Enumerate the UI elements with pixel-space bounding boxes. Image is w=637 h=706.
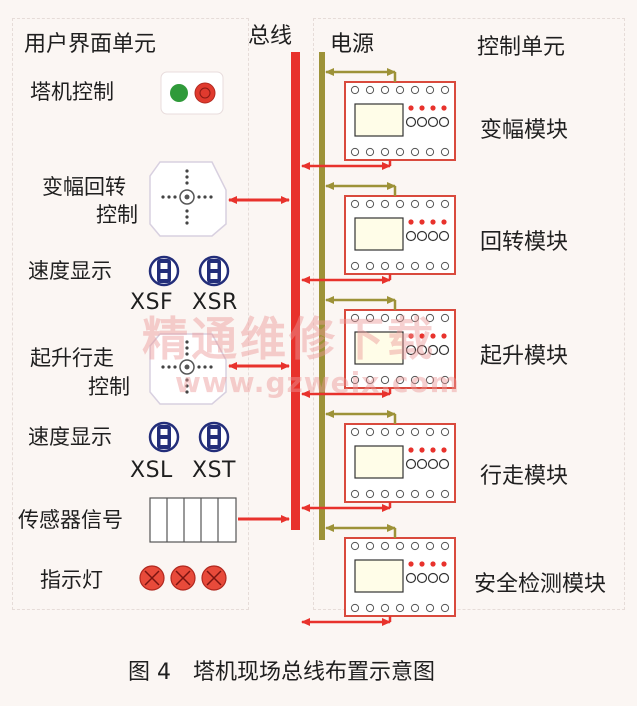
hoist-travel-label-1: 起升行走 [30, 346, 114, 370]
watermark-url: www.gzweix.com [175, 366, 460, 399]
xsr-label: XSR [192, 290, 238, 315]
bus-header: 总线 [248, 24, 293, 49]
control-unit-header: 控制单元 [477, 35, 566, 60]
indicator-light-label: 指示灯 [40, 568, 103, 592]
watermark-text: 精通维修下载 [142, 312, 436, 366]
module-label-safety: 安全检测模块 [474, 572, 607, 597]
luffing-slewing-label-2: 控制 [96, 203, 138, 227]
red-button-icon [194, 82, 216, 104]
module-label-travel: 行走模块 [480, 464, 569, 489]
module-label-hoist: 起升模块 [480, 344, 569, 369]
speed-display-xst-icon [198, 421, 230, 453]
user-interface-header: 用户界面单元 [24, 32, 157, 57]
sensor-signal-block [149, 497, 237, 543]
hoist-travel-label-2: 控制 [88, 375, 130, 399]
module-label-slewing: 回转模块 [480, 230, 569, 255]
control-unit-panel [313, 18, 625, 610]
module-device-hoist [344, 309, 456, 389]
xst-label: XST [192, 458, 236, 483]
xsl-label: XSL [130, 458, 173, 483]
module-label-luffing: 变幅模块 [480, 118, 569, 143]
user-interface-panel [12, 18, 249, 610]
xsf-label: XSF [130, 290, 174, 315]
luffing-slewing-label-1: 变幅回转 [42, 175, 126, 199]
speed-display-xsl-icon [148, 421, 180, 453]
sensor-signal-label: 传感器信号 [18, 508, 123, 532]
module-device-slewing [344, 195, 456, 275]
speed-display-xsr-icon [198, 255, 230, 287]
speed-display-label-2: 速度显示 [28, 425, 112, 449]
tower-control-label: 塔机控制 [30, 80, 114, 104]
power-header: 电源 [330, 32, 375, 57]
bus-line [291, 52, 300, 530]
figure-caption: 图 4 塔机现场总线布置示意图 [128, 660, 435, 685]
tower-control-buttons [160, 71, 224, 115]
green-button-icon [170, 84, 188, 102]
luffing-slewing-joystick-icon [149, 161, 227, 237]
module-device-luffing [344, 81, 456, 161]
speed-display-xsf-icon [148, 255, 180, 287]
module-device-travel [344, 423, 456, 503]
indicator-light-icon [139, 565, 227, 591]
speed-display-label-1: 速度显示 [28, 259, 112, 283]
module-device-safety [344, 537, 456, 617]
hoist-travel-joystick-icon [149, 333, 227, 405]
power-line [319, 52, 325, 540]
